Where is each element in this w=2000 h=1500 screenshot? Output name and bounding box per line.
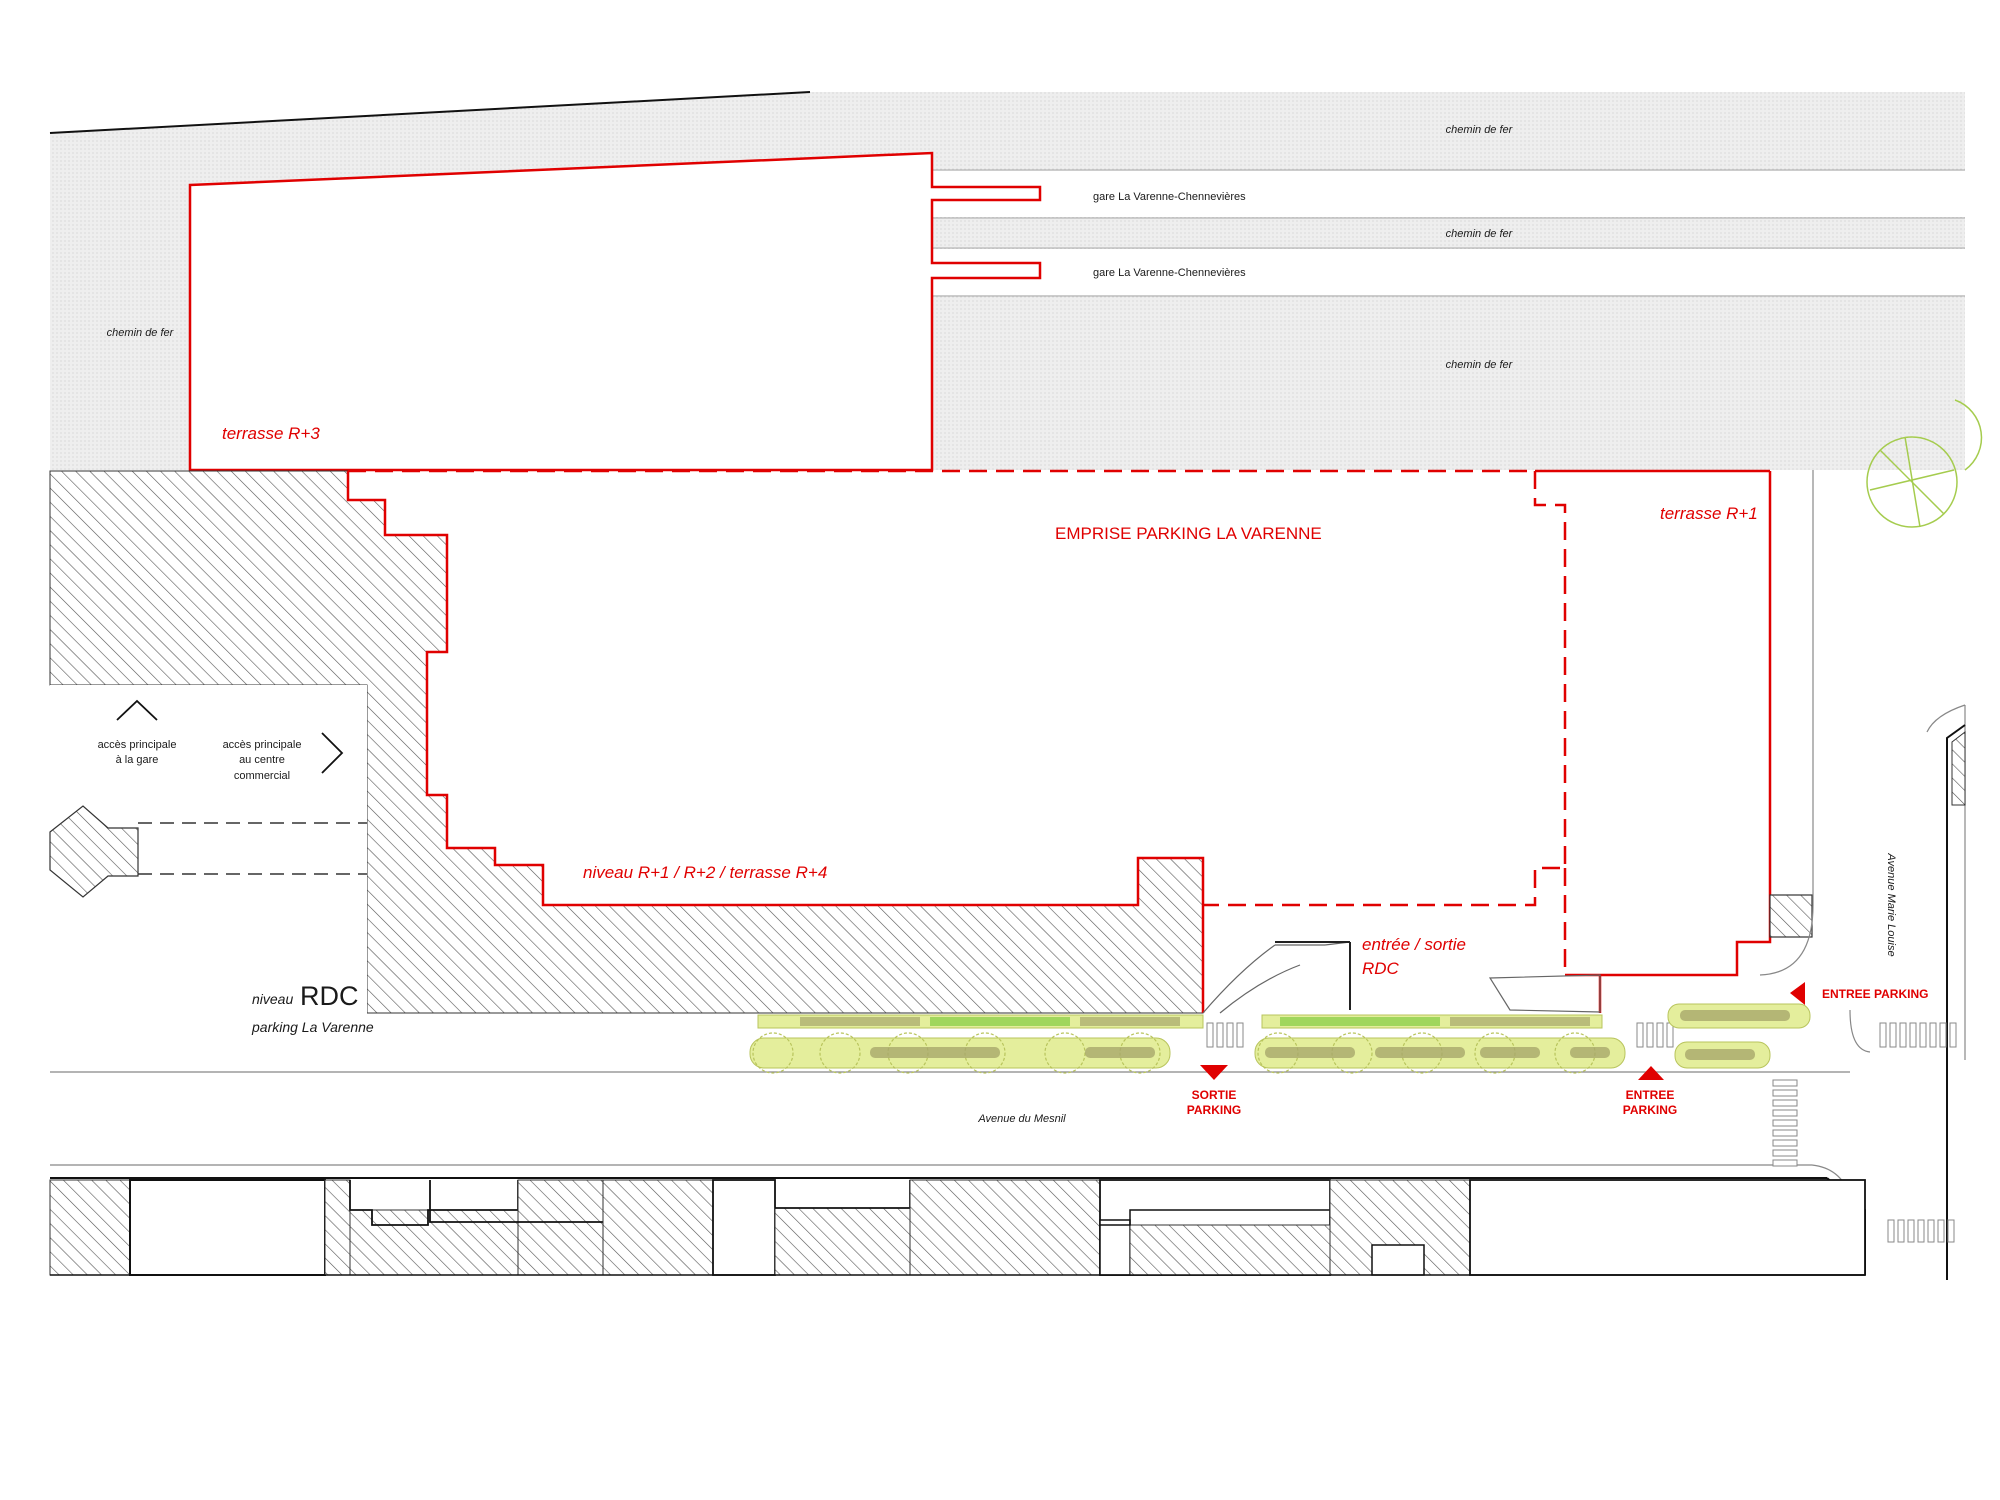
- crossing-bottom-right: [1887, 1219, 1955, 1243]
- rail-label-left: chemin de fer: [107, 327, 175, 339]
- arrow-up-icon: [116, 699, 158, 721]
- planters: [749, 1003, 1811, 1074]
- acces-cc-label-3: commercial: [234, 770, 290, 782]
- crossing-right-top: [1879, 1022, 1957, 1048]
- emprise-label: EMPRISE PARKING LA VARENNE: [1055, 524, 1322, 543]
- tree-icons: [1866, 399, 1983, 528]
- avenue-marie-louise-label: Avenue Marie Louise: [1885, 852, 1897, 956]
- acces-gare-label-1: accès principale: [98, 739, 177, 751]
- crossing-vertical: [1772, 1079, 1798, 1167]
- parking-name-label: parking La Varenne: [251, 1019, 374, 1035]
- entree-sortie-rdc-label: RDC: [1362, 959, 1400, 978]
- sortie-label-2: PARKING: [1187, 1103, 1241, 1117]
- entree-sortie-label: entrée / sortie: [1362, 935, 1466, 954]
- sortie-arrow-icon: [1200, 1065, 1228, 1080]
- station-access-hatch: [49, 805, 139, 898]
- acces-cc-label-1: accès principale: [223, 739, 302, 751]
- arrow-right-icon: [321, 732, 344, 774]
- entree-right-arrow-icon: [1790, 982, 1805, 1005]
- acces-gare-label-2: à la gare: [116, 754, 159, 766]
- station-label-2: gare La Varenne-Chennevières: [1093, 267, 1246, 279]
- rail-label-mid: chemin de fer: [1446, 228, 1514, 240]
- pillar-hatch: [1769, 894, 1813, 938]
- crossing-middle: [1636, 1022, 1674, 1048]
- niveau-r1-label: niveau R+1 / R+2 / terrasse R+4: [583, 863, 827, 882]
- entree-arrow-icon: [1638, 1066, 1664, 1080]
- bottom-buildings: [49, 1179, 1866, 1276]
- entree-parking-right-label: ENTREE PARKING: [1822, 987, 1928, 1001]
- avenue-mesnil-label: Avenue du Mesnil: [977, 1113, 1066, 1125]
- station-label-1: gare La Varenne-Chennevières: [1093, 191, 1246, 203]
- entree-label-2: PARKING: [1623, 1103, 1677, 1117]
- entry-ramp: [1202, 941, 1601, 1014]
- emprise-parking-outline: [346, 469, 1772, 1013]
- niveau-small-label: niveau: [252, 991, 293, 1007]
- terrasse-r3-outline: [188, 151, 1042, 472]
- terrasse-r1-label: terrasse R+1: [1660, 504, 1758, 523]
- crossing-left: [1206, 1022, 1244, 1048]
- acces-cc-label-2: au centre: [239, 754, 285, 766]
- rail-label-top: chemin de fer: [1446, 124, 1514, 136]
- niveau-rdc-label: RDC: [300, 981, 359, 1011]
- entree-label-1: ENTREE: [1626, 1088, 1675, 1102]
- sortie-label-1: SORTIE: [1192, 1088, 1237, 1102]
- terrasse-r3-label: terrasse R+3: [222, 424, 320, 443]
- rail-label-right: chemin de fer: [1446, 359, 1514, 371]
